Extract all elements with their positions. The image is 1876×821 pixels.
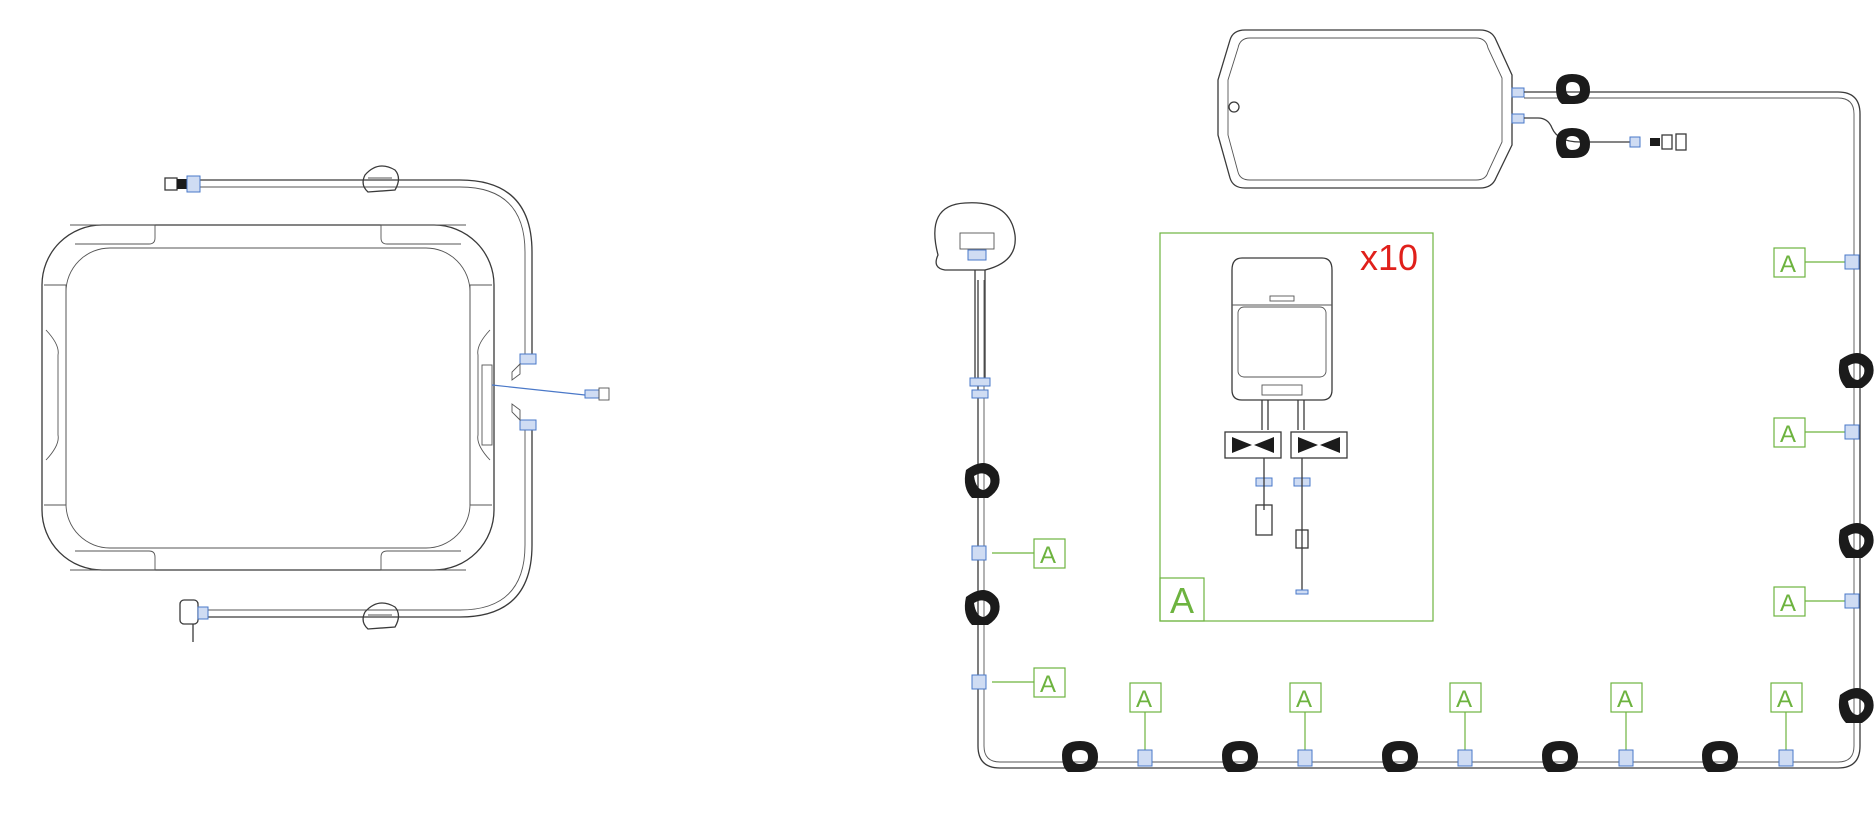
- filter-icon: [1295, 529, 1309, 549]
- sample-tube: [1524, 117, 1630, 143]
- pinch-clamp-icon: [1062, 741, 1098, 772]
- tray-port-block: [481, 364, 493, 446]
- sampling-connector-icon: [1629, 133, 1687, 151]
- tray-inner: [65, 247, 471, 549]
- tube-connector-icon: [511, 353, 537, 381]
- tray-handle-left-grip: [45, 329, 59, 461]
- manifold-tube-inner: [983, 97, 1855, 763]
- tray-tab-top-right: [380, 224, 466, 245]
- roller-clamp-icon: [1224, 431, 1282, 459]
- callout-left-2: A: [971, 667, 1066, 698]
- callout-right-3: A: [1773, 586, 1860, 617]
- small-bag-icon: [1231, 257, 1333, 430]
- blood-bag-icon: [1217, 29, 1513, 189]
- pinch-clamp-icon: [1702, 741, 1738, 772]
- pinch-clamp-icon: [964, 589, 1000, 625]
- callout-bottom-4: A: [1610, 682, 1643, 767]
- callout-label: A: [1780, 590, 1796, 617]
- tube-upper: [200, 179, 533, 354]
- callout-right-2: A: [1773, 417, 1860, 448]
- pinch-clamp-icon: [1838, 522, 1874, 558]
- tube-connector-icon: [1457, 749, 1473, 767]
- tube-connector-icon: [511, 403, 537, 431]
- callout-label: A: [1136, 686, 1152, 713]
- pinch-clamps: [964, 74, 1874, 772]
- callout-label: A: [1777, 686, 1793, 713]
- pinch-clamp-icon: [362, 165, 400, 193]
- tube-connector-icon: [1844, 593, 1860, 609]
- tube-connector-icon: [1297, 749, 1313, 767]
- tube-connector-icon: [1137, 749, 1153, 767]
- tube-connector-icon: [1511, 87, 1525, 98]
- tube-connector-icon: [971, 674, 987, 690]
- detail-box: x10 A: [1159, 232, 1434, 622]
- callout-bottom-3: A: [1449, 682, 1482, 767]
- detail-component-label: A: [1170, 580, 1194, 621]
- roller-clamp-icon: [1290, 431, 1348, 459]
- tube-lower-inner: [200, 430, 526, 611]
- tray-assembly: [41, 165, 610, 642]
- tray-handle-right: [469, 284, 492, 506]
- tube-end-connector-icon: [164, 175, 201, 193]
- pinch-clamp-icon: [1382, 741, 1418, 772]
- detail-label-box: [1159, 577, 1205, 622]
- pinch-clamp-icon: [362, 602, 400, 630]
- pinch-clamp-icon: [1838, 352, 1874, 388]
- sample-line: [491, 384, 586, 396]
- callout-bottom-1: A: [1129, 682, 1162, 767]
- tube-lower: [200, 430, 533, 618]
- spike-connector-icon: [1255, 504, 1273, 536]
- reservoir-icon: [934, 202, 1016, 399]
- callout-left-1: A: [971, 538, 1066, 569]
- callout-label: A: [1040, 671, 1056, 698]
- pinch-clamp-icon: [964, 462, 1000, 498]
- tray-handle-right-grip: [477, 329, 491, 461]
- sample-connector-icon: [584, 387, 610, 401]
- pinch-clamp-icon: [1556, 74, 1590, 104]
- tray-tab-bottom-left: [70, 550, 156, 571]
- tray-outer: [41, 224, 495, 571]
- tray-handle-left: [44, 284, 67, 506]
- manifold-assembly: x10 A: [934, 29, 1874, 772]
- callout-label: A: [1296, 686, 1312, 713]
- tube-connector-icon: [1844, 424, 1860, 440]
- manifold-tube: [977, 91, 1861, 769]
- callout-right-1: A: [1773, 247, 1860, 278]
- tube-connector-icon: [1511, 113, 1525, 124]
- tube-end-cap-icon: [179, 599, 209, 642]
- pinch-clamp-icon: [1556, 128, 1590, 158]
- callout-label: A: [1040, 542, 1056, 569]
- tube-connector-icon: [1778, 749, 1794, 767]
- callout-label: A: [1617, 686, 1633, 713]
- tube-connector-icon: [1844, 254, 1860, 270]
- tube-end-icon: [1295, 589, 1309, 595]
- callout-label: A: [1780, 251, 1796, 278]
- tube-connector-icon: [971, 545, 987, 561]
- callout-bottom-5: A: [1770, 682, 1803, 767]
- callout-bottom-2: A: [1289, 682, 1322, 767]
- tray-tab-bottom-right: [380, 550, 466, 571]
- pinch-clamp-icon: [1542, 741, 1578, 772]
- pinch-clamp-icon: [1222, 741, 1258, 772]
- pinch-clamp-icon: [1838, 687, 1874, 723]
- tray-tab-top-left: [70, 224, 156, 245]
- tube-connector-icon: [1618, 749, 1634, 767]
- callout-label: A: [1780, 421, 1796, 448]
- detail-quantity-label: x10: [1360, 237, 1418, 278]
- callout-label: A: [1456, 686, 1472, 713]
- tube-upper-inner: [200, 186, 526, 354]
